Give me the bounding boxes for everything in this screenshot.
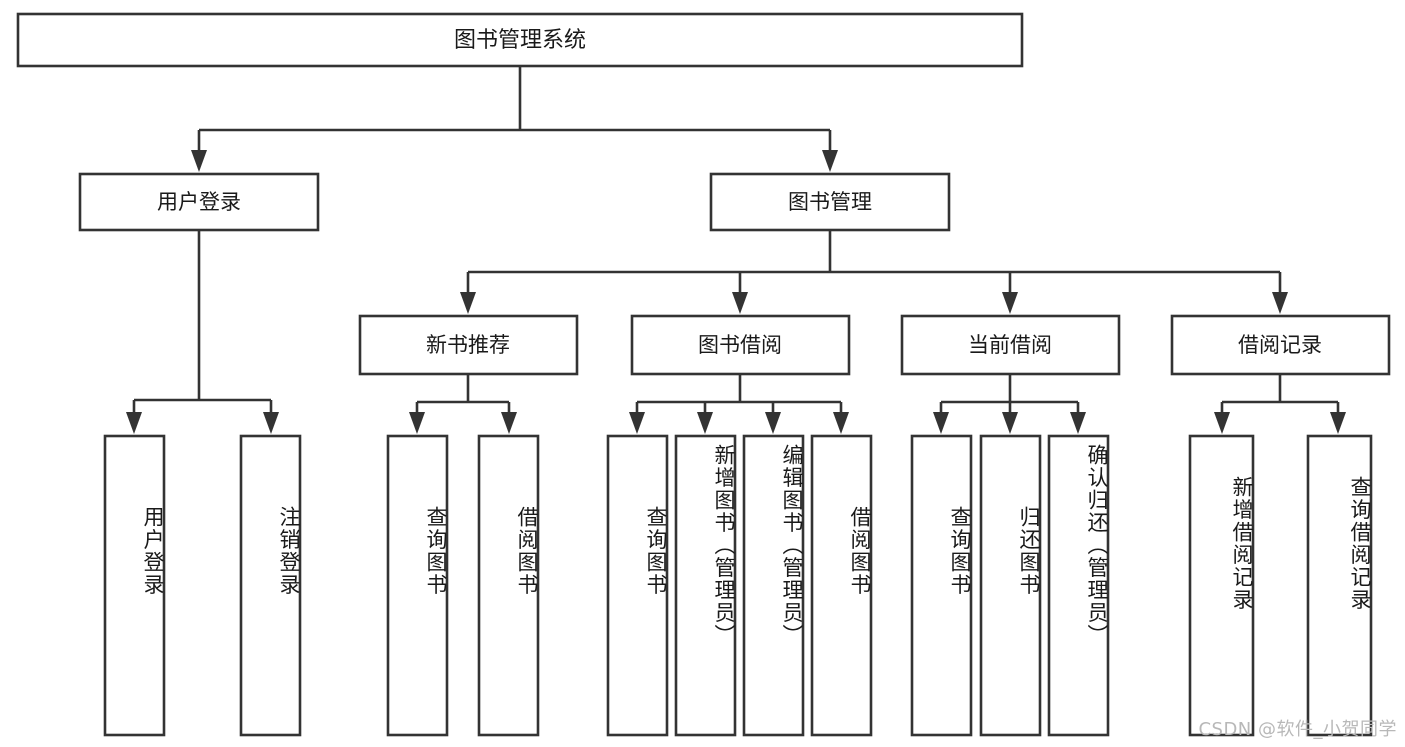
node-book-borrow-label: 图书借阅 (698, 333, 782, 357)
arrow-head-icon (1330, 412, 1346, 434)
node-user-login[interactable]: 用户登录 (78, 172, 320, 232)
arrow-head-icon (1272, 292, 1288, 314)
arrow-head-icon (501, 412, 517, 434)
arrow-head-icon (629, 412, 645, 434)
arrow-head-icon (833, 412, 849, 434)
leaf-box-query-book-2[interactable] (606, 434, 669, 737)
arrow-head-icon (409, 412, 425, 434)
node-borrow-record-label: 借阅记录 (1238, 333, 1322, 357)
node-book-management-label: 图书管理 (788, 190, 872, 214)
leaf-box-edit-book-admin[interactable] (742, 434, 805, 737)
arrow-head-icon (1002, 412, 1018, 434)
watermark: CSDN @软件_小贺同学 (1198, 719, 1397, 740)
arrow-head-icon (933, 412, 949, 434)
node-root-label: 图书管理系统 (454, 28, 586, 53)
node-borrow-record[interactable]: 借阅记录 (1170, 314, 1391, 376)
connector-user-login-to-leaves (126, 230, 279, 434)
node-book-borrow[interactable]: 图书借阅 (630, 314, 851, 376)
node-new-book-recommend-box[interactable] (358, 314, 579, 376)
node-new-book-recommend[interactable]: 新书推荐 (358, 314, 579, 376)
node-root-box[interactable] (16, 12, 1024, 68)
connector-root-to-level2 (191, 66, 838, 172)
leaf-box-query-book-3[interactable] (910, 434, 973, 737)
arrow-head-icon (263, 412, 279, 434)
node-user-login-label: 用户登录 (157, 190, 241, 214)
leaf-box-user-login[interactable] (103, 434, 166, 737)
leaf-box-add-borrow-record[interactable] (1188, 434, 1255, 737)
arrow-head-icon (765, 412, 781, 434)
node-root[interactable]: 图书管理系统 (16, 12, 1024, 68)
node-current-borrow[interactable]: 当前借阅 (900, 314, 1121, 376)
leaf-box-borrow-book-1[interactable] (477, 434, 540, 737)
leaf-box-confirm-return-admin[interactable] (1047, 434, 1110, 737)
node-user-login-box[interactable] (78, 172, 320, 232)
arrow-head-icon (822, 150, 838, 172)
arrow-head-icon (1214, 412, 1230, 434)
leaf-box-add-book-admin[interactable] (674, 434, 737, 737)
node-book-management[interactable]: 图书管理 (709, 172, 951, 232)
arrow-head-icon (191, 150, 207, 172)
arrow-head-icon (126, 412, 142, 434)
leaf-box-logout[interactable] (239, 434, 302, 737)
arrow-head-icon (732, 292, 748, 314)
arrow-head-icon (460, 292, 476, 314)
leaf-box-query-book-1[interactable] (386, 434, 449, 737)
connector-book-borrow-to-leaves (629, 374, 849, 434)
node-current-borrow-box[interactable] (900, 314, 1121, 376)
leaf-box-borrow-book-2[interactable] (810, 434, 873, 737)
leaf-box-return-book[interactable] (979, 434, 1042, 737)
arrow-head-icon (697, 412, 713, 434)
connector-book-management-to-level3 (460, 230, 1288, 314)
node-current-borrow-label: 当前借阅 (968, 333, 1052, 357)
connector-borrow-record-to-leaves (1214, 374, 1346, 434)
arrow-head-icon (1070, 412, 1086, 434)
connector-new-book-recommend-to-leaves (409, 374, 517, 434)
arrow-head-icon (1002, 292, 1018, 314)
leaf-box-query-borrow-record[interactable] (1306, 434, 1373, 737)
connector-current-borrow-to-leaves (933, 374, 1086, 434)
node-new-book-recommend-label: 新书推荐 (426, 333, 510, 357)
